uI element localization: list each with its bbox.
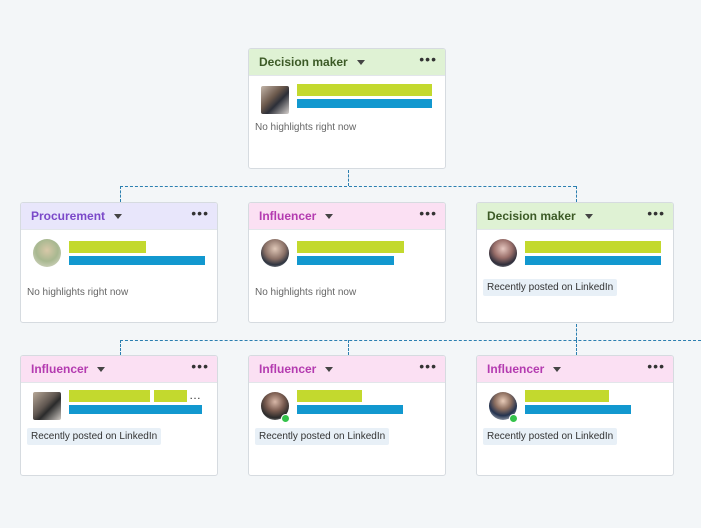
card-header: Influencer ••• (477, 356, 673, 383)
avatar[interactable] (489, 239, 517, 267)
person-row[interactable] (477, 237, 673, 273)
title-placeholder-bar (297, 99, 432, 108)
highlight-badge[interactable]: Recently posted on LinkedIn (483, 428, 618, 445)
name-placeholder-bar[interactable] (69, 241, 146, 253)
title-placeholder-bar (525, 256, 661, 265)
highlight-badge[interactable]: Recently posted on LinkedIn (27, 428, 162, 445)
role-label: Influencer (487, 362, 545, 376)
more-dots-icon[interactable]: ••• (191, 358, 209, 374)
online-status-dot (281, 414, 290, 423)
role-label: Influencer (259, 209, 317, 223)
online-status-dot (509, 414, 518, 423)
connector-dm2-down (576, 324, 577, 340)
connector-row1 (120, 186, 576, 187)
connector-row2 (120, 340, 701, 341)
highlights-text: No highlights right now (255, 287, 357, 298)
card-header: Decision maker ••• (249, 49, 445, 76)
stakeholder-card-influencer[interactable]: Influencer ••• Recently posted on Linked… (248, 355, 446, 476)
name-placeholder-bar[interactable] (525, 390, 609, 402)
stakeholder-card-procurement[interactable]: Procurement ••• No highlights right now (20, 202, 218, 323)
more-dots-icon[interactable]: ••• (419, 358, 437, 374)
connector-root-down (348, 170, 349, 186)
role-label: Procurement (31, 209, 106, 223)
caret-down-icon[interactable] (325, 366, 334, 372)
connector-to-card1 (120, 186, 121, 202)
person-row[interactable] (249, 84, 445, 120)
name-placeholder-bar[interactable] (525, 241, 661, 253)
stakeholder-card-influencer[interactable]: Influencer ••• No highlights right now (248, 202, 446, 323)
name-placeholder-bar[interactable] (297, 241, 404, 253)
connector-to-card5 (348, 340, 349, 355)
title-placeholder-bar (525, 405, 631, 414)
caret-down-icon[interactable] (325, 213, 334, 219)
title-placeholder-bar (69, 405, 202, 414)
avatar[interactable] (33, 392, 61, 420)
card-header: Procurement ••• (21, 203, 217, 230)
name-placeholder-bar[interactable] (69, 390, 150, 402)
avatar[interactable] (261, 86, 289, 114)
role-label: Decision maker (487, 209, 576, 223)
person-row[interactable] (249, 237, 445, 273)
title-placeholder-bar (297, 405, 403, 414)
avatar[interactable] (261, 239, 289, 267)
person-row[interactable]: … (21, 388, 217, 426)
card-header: Influencer ••• (249, 356, 445, 383)
caret-down-icon[interactable] (553, 366, 562, 372)
caret-down-icon[interactable] (97, 366, 106, 372)
caret-down-icon[interactable] (114, 213, 123, 219)
more-dots-icon[interactable]: ••• (191, 205, 209, 221)
card-header: Influencer ••• (249, 203, 445, 230)
card-header: Influencer ••• (21, 356, 217, 383)
highlight-badge[interactable]: Recently posted on LinkedIn (483, 279, 618, 296)
title-placeholder-bar (297, 256, 394, 265)
role-label: Influencer (31, 362, 89, 376)
more-dots-icon[interactable]: ••• (647, 205, 665, 221)
stakeholder-card-decision-maker-root[interactable]: Decision maker ••• No highlights right n… (248, 48, 446, 169)
name-placeholder-bar[interactable] (297, 390, 362, 402)
card-header: Decision maker ••• (477, 203, 673, 230)
stakeholder-card-decision-maker[interactable]: Decision maker ••• Recently posted on Li… (476, 202, 674, 323)
highlights-text: No highlights right now (255, 122, 357, 133)
more-dots-icon[interactable]: ••• (419, 51, 437, 67)
role-label: Decision maker (259, 55, 348, 69)
person-row[interactable] (249, 390, 445, 426)
person-row[interactable] (477, 390, 673, 426)
role-label: Influencer (259, 362, 317, 376)
more-dots-icon[interactable]: ••• (419, 205, 437, 221)
avatar[interactable] (33, 239, 61, 267)
more-dots-icon[interactable]: ••• (647, 358, 665, 374)
stakeholder-card-influencer[interactable]: Influencer ••• Recently posted on Linked… (476, 355, 674, 476)
stakeholder-card-influencer[interactable]: Influencer ••• … Recently posted on Link… (20, 355, 218, 476)
connector-to-card6 (576, 340, 577, 355)
person-row[interactable] (21, 237, 217, 273)
caret-down-icon[interactable] (584, 213, 593, 219)
title-placeholder-bar (69, 256, 205, 265)
connector-to-card3 (576, 186, 577, 202)
highlight-badge[interactable]: Recently posted on LinkedIn (255, 428, 390, 445)
name-placeholder-bar-2[interactable] (154, 390, 187, 402)
caret-down-icon[interactable] (356, 59, 365, 65)
highlights-text: No highlights right now (27, 287, 129, 298)
connector-to-card4 (120, 340, 121, 355)
name-placeholder-bar[interactable] (297, 84, 432, 96)
truncation-ellipsis: … (189, 388, 201, 402)
